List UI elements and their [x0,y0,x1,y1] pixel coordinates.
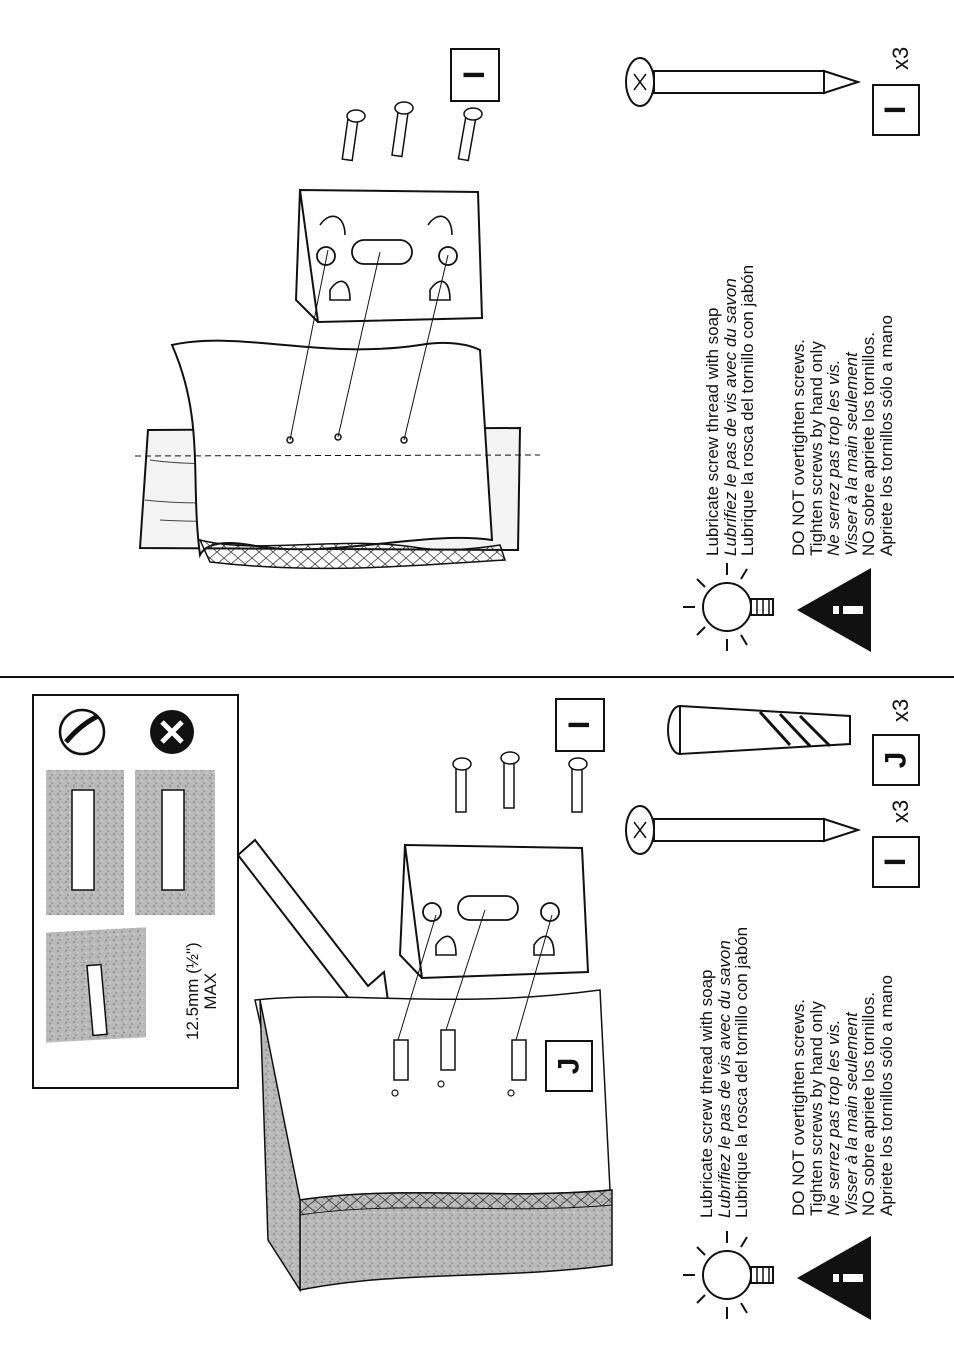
warn-en-1b: DO NOT overtighten screws. [789,999,808,1216]
screw-icon-2 [625,805,859,855]
screw-top-2 [391,101,414,158]
measurement-value: 12.5mm (½") [183,942,202,1040]
warn-en-2b: Tighten screws by hand only [806,1001,826,1216]
lube-es: Lubrique la rosca del tornillo con jabón [738,264,757,556]
panel-divider [0,676,954,678]
qty-screw-top: x3 [888,46,913,70]
concrete-wall [254,989,613,1293]
measurement-max: MAX [201,972,220,1010]
warn-fr-2b: Visser à la main seulement [841,1012,861,1216]
warn-en-2: Tighten screws by hand only [806,341,826,556]
warn-fr-1b: Ne serrez pas trop les vis. [824,1019,843,1216]
screw-bottom-3 [568,757,588,813]
lube-fr-2: Lubrifiez le pas de vis avec du savon [714,940,734,1218]
screw-top-3 [457,107,483,162]
anchor-3 [511,1039,527,1081]
lube-en: Lubricate screw thread with soap [703,307,722,556]
warn-es-1b: NO sobre apriete los tornillos. [859,992,878,1216]
screw-bottom-2 [500,751,520,809]
part-label-screw-bottom: I [872,836,920,888]
screw-top-1 [341,109,366,162]
part-label-screw-top: I [872,84,920,136]
lightbulb-icon-2 [683,1231,774,1319]
lube-fr: Lubrifiez le pas de vis avec du savon [720,278,740,556]
warning-triangle-icon [797,568,871,652]
warn-text-bottom: DO NOT overtighten screws. Tighten screw… [789,975,896,1216]
warn-text-top: DO NOT overtighten screws. Tighten screw… [789,315,896,556]
qty-anchor-bottom: x3 [888,698,913,722]
measurement-label: 12.5mm (½") MAX [183,942,220,1040]
warn-fr-1: Ne serrez pas trop les vis. [824,359,843,556]
wall-anchor-icon [667,704,851,756]
not-ok-icon [150,710,194,754]
warn-es-2b: Apriete los tornillos sólo a mano [876,975,896,1216]
warn-es-2: Apriete los tornillos sólo a mano [876,315,896,556]
detail-inset [32,694,239,1089]
mounting-bracket-2 [398,843,590,980]
lube-es-2: Lubrique la rosca del tornillo con jabón [732,926,751,1218]
warning-triangle-icon-2 [797,1236,871,1320]
part-label-anchor-wall: J [545,1040,593,1092]
warn-en-1: DO NOT overtighten screws. [789,339,808,556]
part-label-main-bottom: I [555,698,605,752]
part-label-anchor-part: J [872,734,920,786]
lube-text-bottom: Lubricate screw thread with soap Lubrifi… [697,926,751,1218]
warn-fr-2: Visser à la main seulement [841,352,861,556]
ok-icon [58,708,106,756]
part-label-main-top: I [450,48,500,102]
warn-es-1: NO sobre apriete los tornillos. [859,332,878,556]
anchor-2 [440,1029,456,1071]
drywall-sheet [170,339,507,570]
lube-text-top: Lubricate screw thread with soap Lubrifi… [703,264,757,556]
mounting-bracket [294,188,484,324]
lube-en-2: Lubricate screw thread with soap [697,969,716,1218]
qty-screw-bottom: x3 [888,799,913,823]
screw-icon [625,57,859,107]
screw-bottom-1 [452,757,472,813]
anchor-1 [393,1039,409,1081]
lightbulb-icon [683,563,774,651]
